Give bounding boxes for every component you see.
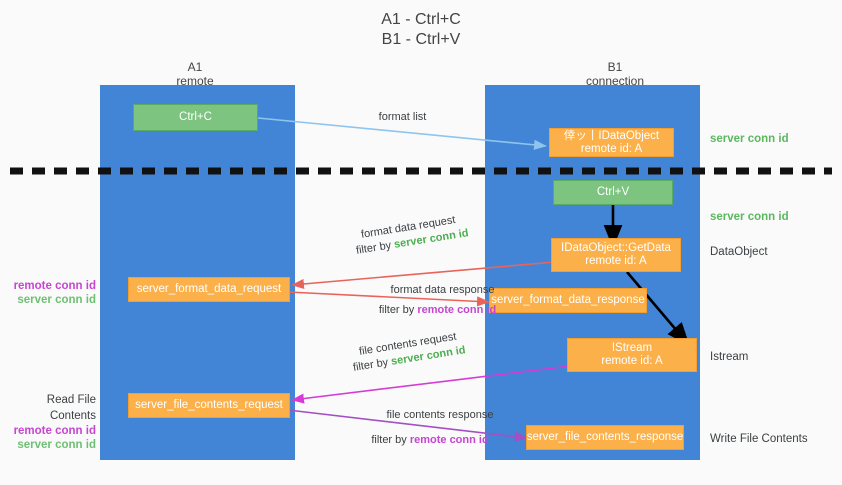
column-header-a1: A1 remote <box>176 60 214 88</box>
filter-value-remote-conn-id: remote conn id <box>417 304 497 316</box>
edge-file-contents-request <box>291 365 571 404</box>
annotation-dataobject: DataObject <box>710 246 768 258</box>
annotation-server-conn-id: server conn id <box>17 294 96 306</box>
edge-getdata-to-istream <box>626 271 690 346</box>
edge-file-contents-response <box>287 409 528 442</box>
node-ctrl-v[interactable]: Ctrl+V <box>553 180 673 205</box>
edge-filter-file-contents-response: filter by remote conn id <box>340 433 520 448</box>
annotation-remote-conn-id: remote conn id <box>13 425 96 437</box>
edge-format-list <box>257 117 547 150</box>
node-ctrl-c[interactable]: Ctrl+C <box>133 104 258 131</box>
annotation-write-file-contents: Write File Contents <box>710 433 808 445</box>
node-server-format-data-request[interactable]: server_format_data_request <box>128 277 290 302</box>
filter-prefix: filter by <box>371 434 410 446</box>
annotation-read-file-contents: Read File Contents remote conn id server… <box>0 392 96 452</box>
node-idataobject-getdata[interactable]: IDataObject::GetData remote id: A <box>551 238 681 272</box>
annotation-istream: Istream <box>710 351 749 363</box>
node-server-file-contents-response[interactable]: server_file_contents_response <box>526 425 684 450</box>
annotation-remote-conn-id: remote conn id <box>13 280 96 292</box>
page-title: A1 - Ctrl+C B1 - Ctrl+V <box>381 11 461 48</box>
edge-label-format-data-response: format data response <box>390 284 495 296</box>
edge-label-format-list: format list <box>378 111 427 123</box>
filter-value-remote-conn-id: remote conn id <box>409 434 489 446</box>
node-server-file-contents-request[interactable]: server_file_contents_request <box>128 393 290 418</box>
filter-prefix: filter by <box>378 304 418 316</box>
annotation-server-conn-id: server conn id <box>17 439 96 451</box>
annotation-read-file-heading: Read File Contents <box>46 394 96 422</box>
annotation-server-conn-id-2: server conn id <box>710 211 789 223</box>
edge-filter-format-data-response: filter by remote conn id <box>350 303 525 318</box>
node-istream[interactable]: IStream remote id: A <box>567 338 697 372</box>
annotation-server-conn-id-1: server conn id <box>710 133 789 145</box>
edge-format-data-request <box>291 261 556 290</box>
edge-label-file-contents-response: file contents response <box>386 409 494 421</box>
node-idataobject[interactable]: 倖ッ丨IDataObject remote id: A <box>549 128 674 157</box>
annotation-conn-ids-1: remote conn id server conn id <box>0 279 96 307</box>
edge-format-data-response <box>287 291 490 307</box>
column-header-b1: B1 connection <box>585 60 645 88</box>
node-server-format-data-response[interactable]: server_format_data_response <box>489 288 647 313</box>
